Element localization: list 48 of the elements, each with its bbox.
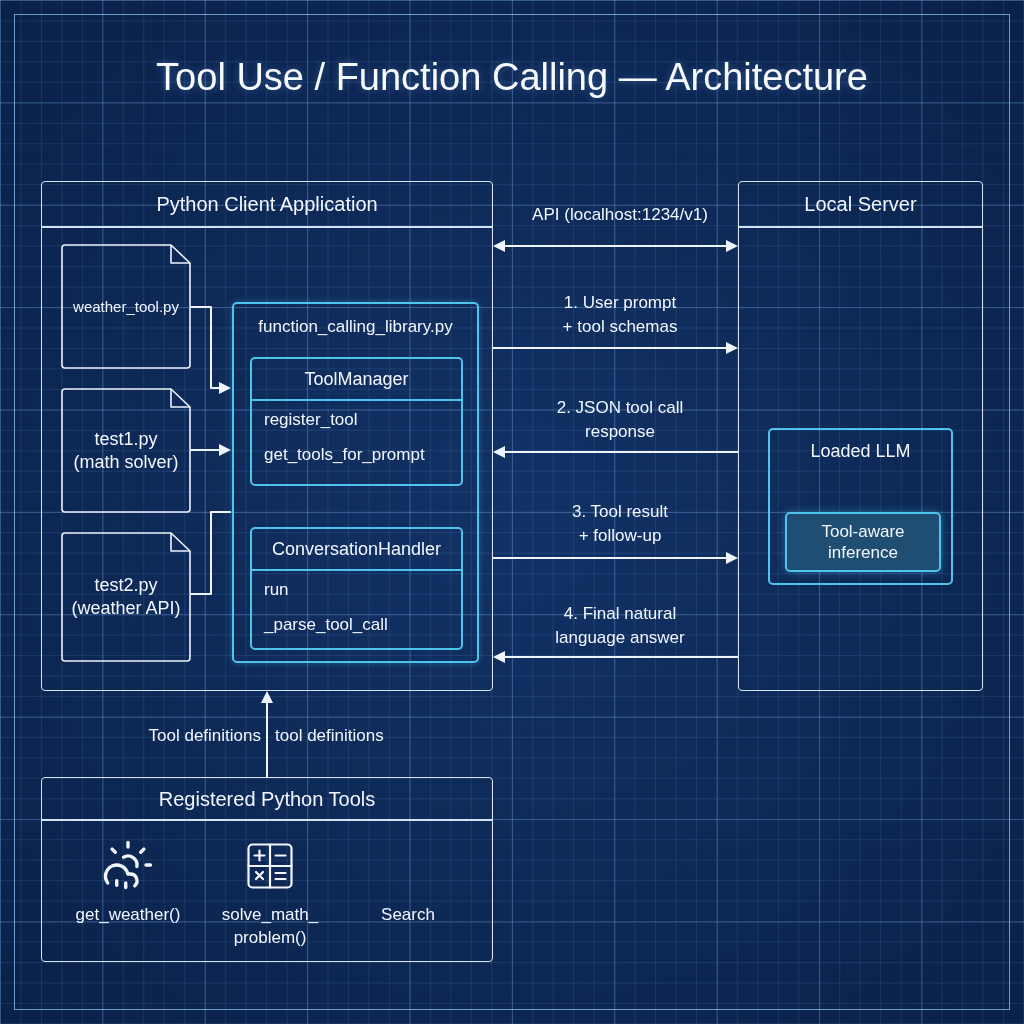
file-name: test1.py xyxy=(94,427,158,451)
arrow xyxy=(189,306,231,394)
class-name: ConversationHandler xyxy=(271,538,442,560)
tool-name: solve_math_ problem() xyxy=(220,904,320,949)
file-name: test2.py xyxy=(94,574,158,597)
module-name: function_calling_library.py xyxy=(258,316,453,338)
model-name: Loaded LLM xyxy=(810,440,911,462)
process-box xyxy=(785,512,941,572)
method-name: run xyxy=(264,579,289,601)
edge-label: Tool definitions xyxy=(148,725,261,747)
connector-line xyxy=(189,511,232,595)
annotation-text: tool definitions xyxy=(275,725,384,747)
edge-label: API (localhost:1234/v1) xyxy=(532,204,708,226)
document-shape xyxy=(61,532,191,662)
class-box xyxy=(250,357,463,486)
model-box xyxy=(768,428,953,585)
panel-title: Python Client Application xyxy=(156,192,378,216)
class-name: ToolManager xyxy=(304,368,409,390)
edge-label: 3. Tool result + follow-up xyxy=(570,501,670,547)
panel-title: Registered Python Tools xyxy=(158,786,376,811)
method-name: register_tool xyxy=(264,409,358,431)
file-name: weather_tool.py xyxy=(73,297,179,316)
arrow xyxy=(492,552,738,564)
method-name: _parse_tool_call xyxy=(264,614,388,636)
arrow xyxy=(493,651,739,663)
arrow xyxy=(492,342,738,354)
document-shape xyxy=(61,388,191,513)
arrow xyxy=(189,444,231,456)
edge-label: 1. User prompt + tool schemas xyxy=(561,292,679,338)
double-arrow xyxy=(493,240,738,252)
file-description: (weather API) xyxy=(71,597,181,620)
tool-name: Search xyxy=(381,904,435,926)
container-panel xyxy=(41,777,493,962)
method-name: get_tools_for_prompt xyxy=(264,444,425,466)
document-shape xyxy=(61,244,191,369)
edge-label: 4. Final natural language answer xyxy=(554,603,686,649)
class-box xyxy=(250,527,463,650)
file-description: (math solver) xyxy=(73,450,179,474)
container-panel xyxy=(41,181,493,691)
edge-label: 2. JSON tool call response xyxy=(555,397,685,443)
container-panel xyxy=(738,181,983,691)
module-box xyxy=(232,302,479,663)
arrow xyxy=(493,446,739,458)
tool-name: get_weather() xyxy=(75,904,181,926)
process-label: Tool-aware inference xyxy=(820,521,906,563)
diagram-title: Tool Use / Function Calling — Architecture xyxy=(156,55,868,99)
arrow xyxy=(261,691,273,778)
panel-title: Local Server xyxy=(804,192,917,216)
